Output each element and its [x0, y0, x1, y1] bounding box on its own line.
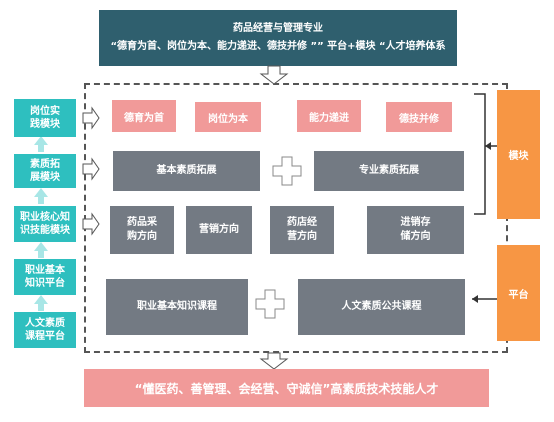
professional-quality-expansion: 专业素质拓展	[314, 151, 464, 191]
right-arrow-icon	[82, 106, 100, 130]
step-basic-knowledge-platform: 职业基本 知识平台	[14, 259, 76, 295]
right-arrow-icon	[82, 157, 100, 181]
program-subtitle: “德育为首、岗位为本、能力递进、德技并修 ”” 平台+模块 “人才培养体系	[110, 41, 446, 52]
platform-label: 平台	[497, 245, 540, 341]
down-arrow-icon	[259, 352, 289, 370]
module-label: 模块	[497, 90, 540, 219]
up-arrow-icon	[34, 295, 48, 311]
direction-box: 进销存 储方向	[367, 206, 464, 254]
down-arrow-icon	[259, 65, 289, 85]
step-quality-expansion-module: 素质拓 展模块	[14, 154, 76, 188]
plus-icon	[272, 156, 302, 186]
up-arrow-icon	[34, 136, 48, 152]
module-bracket	[474, 93, 486, 215]
basic-knowledge-course: 职业基本知识课程	[106, 279, 248, 335]
principle-box: 能力递进	[297, 100, 361, 132]
direction-box: 药店经 营方向	[270, 206, 334, 254]
principle-box: 德育为首	[112, 100, 176, 132]
program-title: 药品经营与管理专业	[233, 23, 323, 34]
program-title-box: 药品经营与管理专业 “德育为首、岗位为本、能力递进、德技并修 ”” 平台+模块 …	[99, 10, 457, 66]
up-arrow-icon	[34, 242, 48, 258]
up-arrow-icon	[34, 188, 48, 204]
direction-box: 营销方向	[186, 206, 252, 254]
direction-box: 药品采 购方向	[110, 206, 174, 254]
basic-quality-expansion: 基本素质拓展	[113, 151, 260, 191]
plus-icon	[255, 289, 285, 319]
principle-box: 岗位为本	[195, 102, 261, 132]
step-humanities-platform: 人文素质 课程平台	[14, 312, 76, 348]
right-arrow-icon	[82, 212, 100, 236]
step-job-practice-module: 岗位实 践模块	[14, 99, 76, 137]
talent-goal-box: “懂医药、善管理、会经营、守诚信”高素质技术技能人才	[84, 369, 489, 407]
principle-box: 德技并修	[386, 102, 452, 132]
humanities-public-course: 人文素质公共课程	[298, 279, 465, 335]
step-core-knowledge-module: 职业核心知 识技能模块	[14, 206, 76, 242]
